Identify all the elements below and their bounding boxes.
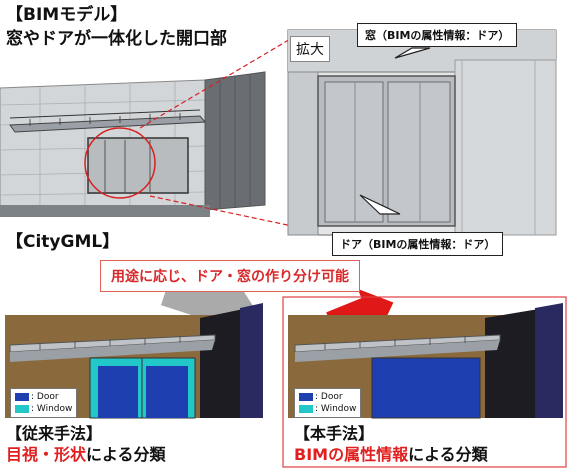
legend-conventional: : Door : Window xyxy=(10,388,78,418)
citygml-heading: 【CityGML】 xyxy=(6,232,120,252)
conventional-heading: 【従来手法】 xyxy=(6,424,103,443)
conventional-method-rest: による分類 xyxy=(86,445,166,464)
zoom-leader-bottom xyxy=(149,195,293,227)
conventional-model xyxy=(5,303,263,419)
proposed-heading: 【本手法】 xyxy=(294,424,375,443)
door-callout: ドア（BIMの属性情報：ドア） xyxy=(332,232,504,256)
window-callout: 窓（BIMの属性情報：ドア） xyxy=(357,23,518,47)
zoom-leader-top xyxy=(139,37,293,129)
zoom-view xyxy=(287,29,557,236)
capability-banner: 用途に応じ、ドア・窓の作り分け可能 xyxy=(100,260,360,292)
legend-window-label: : Window xyxy=(315,404,357,414)
bim-caption: 窓やドアが一体化した開口部 xyxy=(6,29,227,49)
legend-proposed: : Door : Window xyxy=(294,388,362,418)
highlight-circle xyxy=(84,127,156,199)
proposed-method-highlight: BIMの属性情報 xyxy=(294,445,409,464)
legend-door-label: : Door xyxy=(31,392,59,402)
conventional-method-highlight: 目視・形状 xyxy=(6,445,87,464)
door-swatch xyxy=(15,392,29,401)
bim-heading: 【BIMモデル】 xyxy=(6,5,128,25)
legend-door-label: : Door xyxy=(315,392,343,402)
legend-window-label: : Window xyxy=(31,404,73,414)
proposed-method: BIMの属性情報による分類 xyxy=(294,446,488,464)
window-swatch xyxy=(15,404,29,413)
proposed-method-rest: による分類 xyxy=(408,445,488,464)
window-swatch xyxy=(299,404,313,413)
door-swatch xyxy=(299,392,313,401)
conventional-method: 目視・形状による分類 xyxy=(6,446,166,464)
bim-building xyxy=(0,71,266,217)
zoom-label: 拡大 xyxy=(290,36,330,62)
proposed-frame xyxy=(282,296,567,468)
